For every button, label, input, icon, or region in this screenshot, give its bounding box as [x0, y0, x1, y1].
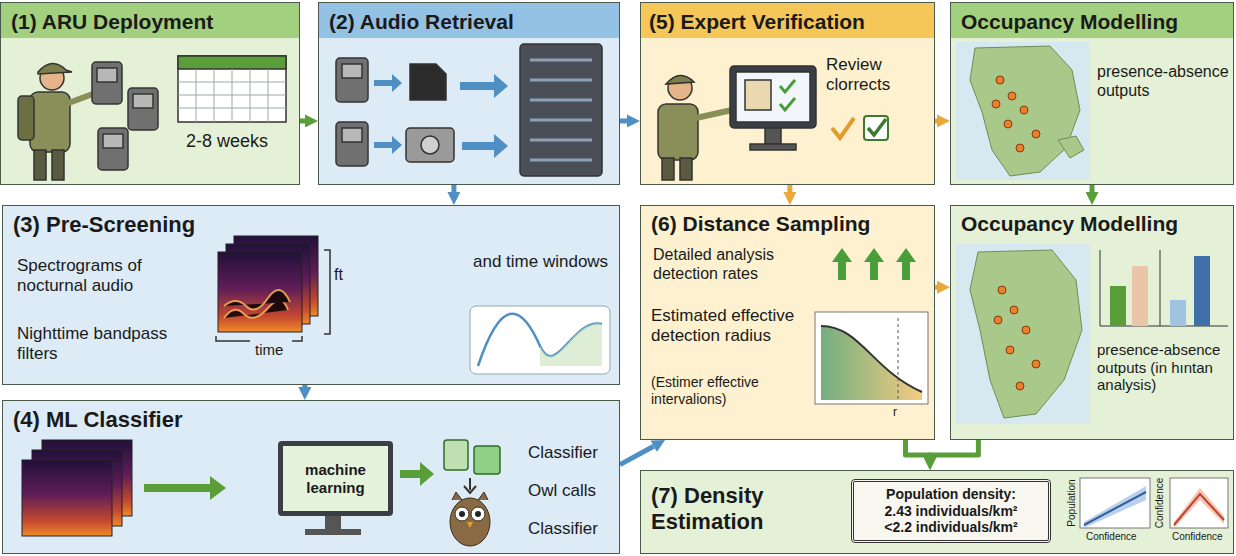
flow-arrow	[1090, 185, 1095, 192]
result-box: Population density:2.43 individuals/km²<…	[851, 479, 1051, 543]
process-panel: (2) Audio Retrieval	[318, 2, 620, 185]
flow-arrow	[906, 440, 931, 457]
node-text: machine learning	[288, 461, 384, 496]
node-text: Owl calls	[528, 481, 618, 501]
panel-heading: (2) Audio Retrieval	[329, 10, 614, 35]
node-text: Detailed analysis detection rates	[653, 246, 823, 284]
node-text: Spectrograms of nocturnal audio	[17, 256, 207, 296]
axis-label: time	[255, 342, 283, 359]
process-panel: (1) ARU Deployment 2-8 weeks	[0, 2, 300, 185]
axis-label: Confidence	[1154, 478, 1165, 529]
process-panel: (4) ML ClassifierClassifierOwl callsClas…	[2, 400, 620, 554]
node-text: Nighttime bandpass filters	[17, 324, 207, 364]
node-text: (Estimer effective intervalions)	[651, 374, 811, 407]
flow-arrow	[930, 440, 978, 457]
process-panel: Occupancy Modelling presence-absence outp…	[950, 2, 1234, 185]
flow-arrow	[302, 385, 307, 387]
node-text: Estimated effective detection radius	[651, 306, 815, 346]
process-panel: (7) Density Estimation Population density…	[640, 470, 1234, 554]
panel-heading: (7) Density Estimation	[651, 483, 831, 535]
process-panel: (3) Pre-ScreeningSpectrograms of nocturn…	[2, 205, 620, 385]
axis-label: Confidence	[1172, 531, 1223, 542]
flow-arrow	[451, 185, 456, 192]
panel-heading: Occupancy Modelling	[961, 10, 1231, 35]
panel-heading: (4) ML Classifier	[13, 407, 313, 433]
node-text: 2.43 individuals/km²	[856, 503, 1046, 520]
node-text: presence-absence outputs (in hıntan anal…	[1097, 341, 1231, 394]
node-text: Classifier	[528, 443, 618, 463]
flow-arrow	[620, 118, 627, 123]
node-text: Review clorrects	[826, 55, 931, 95]
axis-label: Confidence	[1086, 531, 1137, 542]
process-panel: Occupancy Modelling presence-absence outp…	[950, 205, 1234, 440]
panel-heading: (3) Pre-Screening	[13, 212, 313, 238]
flow-arrow	[935, 285, 937, 290]
node-text: 2-8 weeks	[186, 131, 291, 152]
axis-label: r	[893, 406, 897, 419]
process-panel: (5) Expert VerificationReview clorrects	[640, 2, 935, 185]
node-text: Classifier	[528, 519, 618, 539]
flow-arrow	[787, 185, 792, 192]
monitor-screen: machine learning	[278, 441, 393, 516]
node-text: presence-absence outputs	[1097, 63, 1231, 101]
axis-label: ft	[334, 266, 343, 284]
axis-label: Population	[1066, 479, 1077, 526]
flow-arrow	[935, 118, 937, 123]
node-text: and time windows	[473, 252, 615, 272]
panel-heading: (5) Expert Verification	[649, 10, 932, 35]
process-panel: (6) Distance SamplingDetailed analysis d…	[640, 205, 935, 440]
panel-heading: (1) ARU Deployment	[11, 10, 296, 35]
panel-heading: Occupancy Modelling	[961, 212, 1231, 237]
node-text: Population density:	[856, 486, 1046, 503]
node-text: <2.2 individuals/km²	[856, 519, 1046, 536]
flow-arrow	[300, 118, 305, 123]
panel-heading: (6) Distance Sampling	[651, 212, 931, 237]
flow-arrow	[620, 446, 654, 464]
